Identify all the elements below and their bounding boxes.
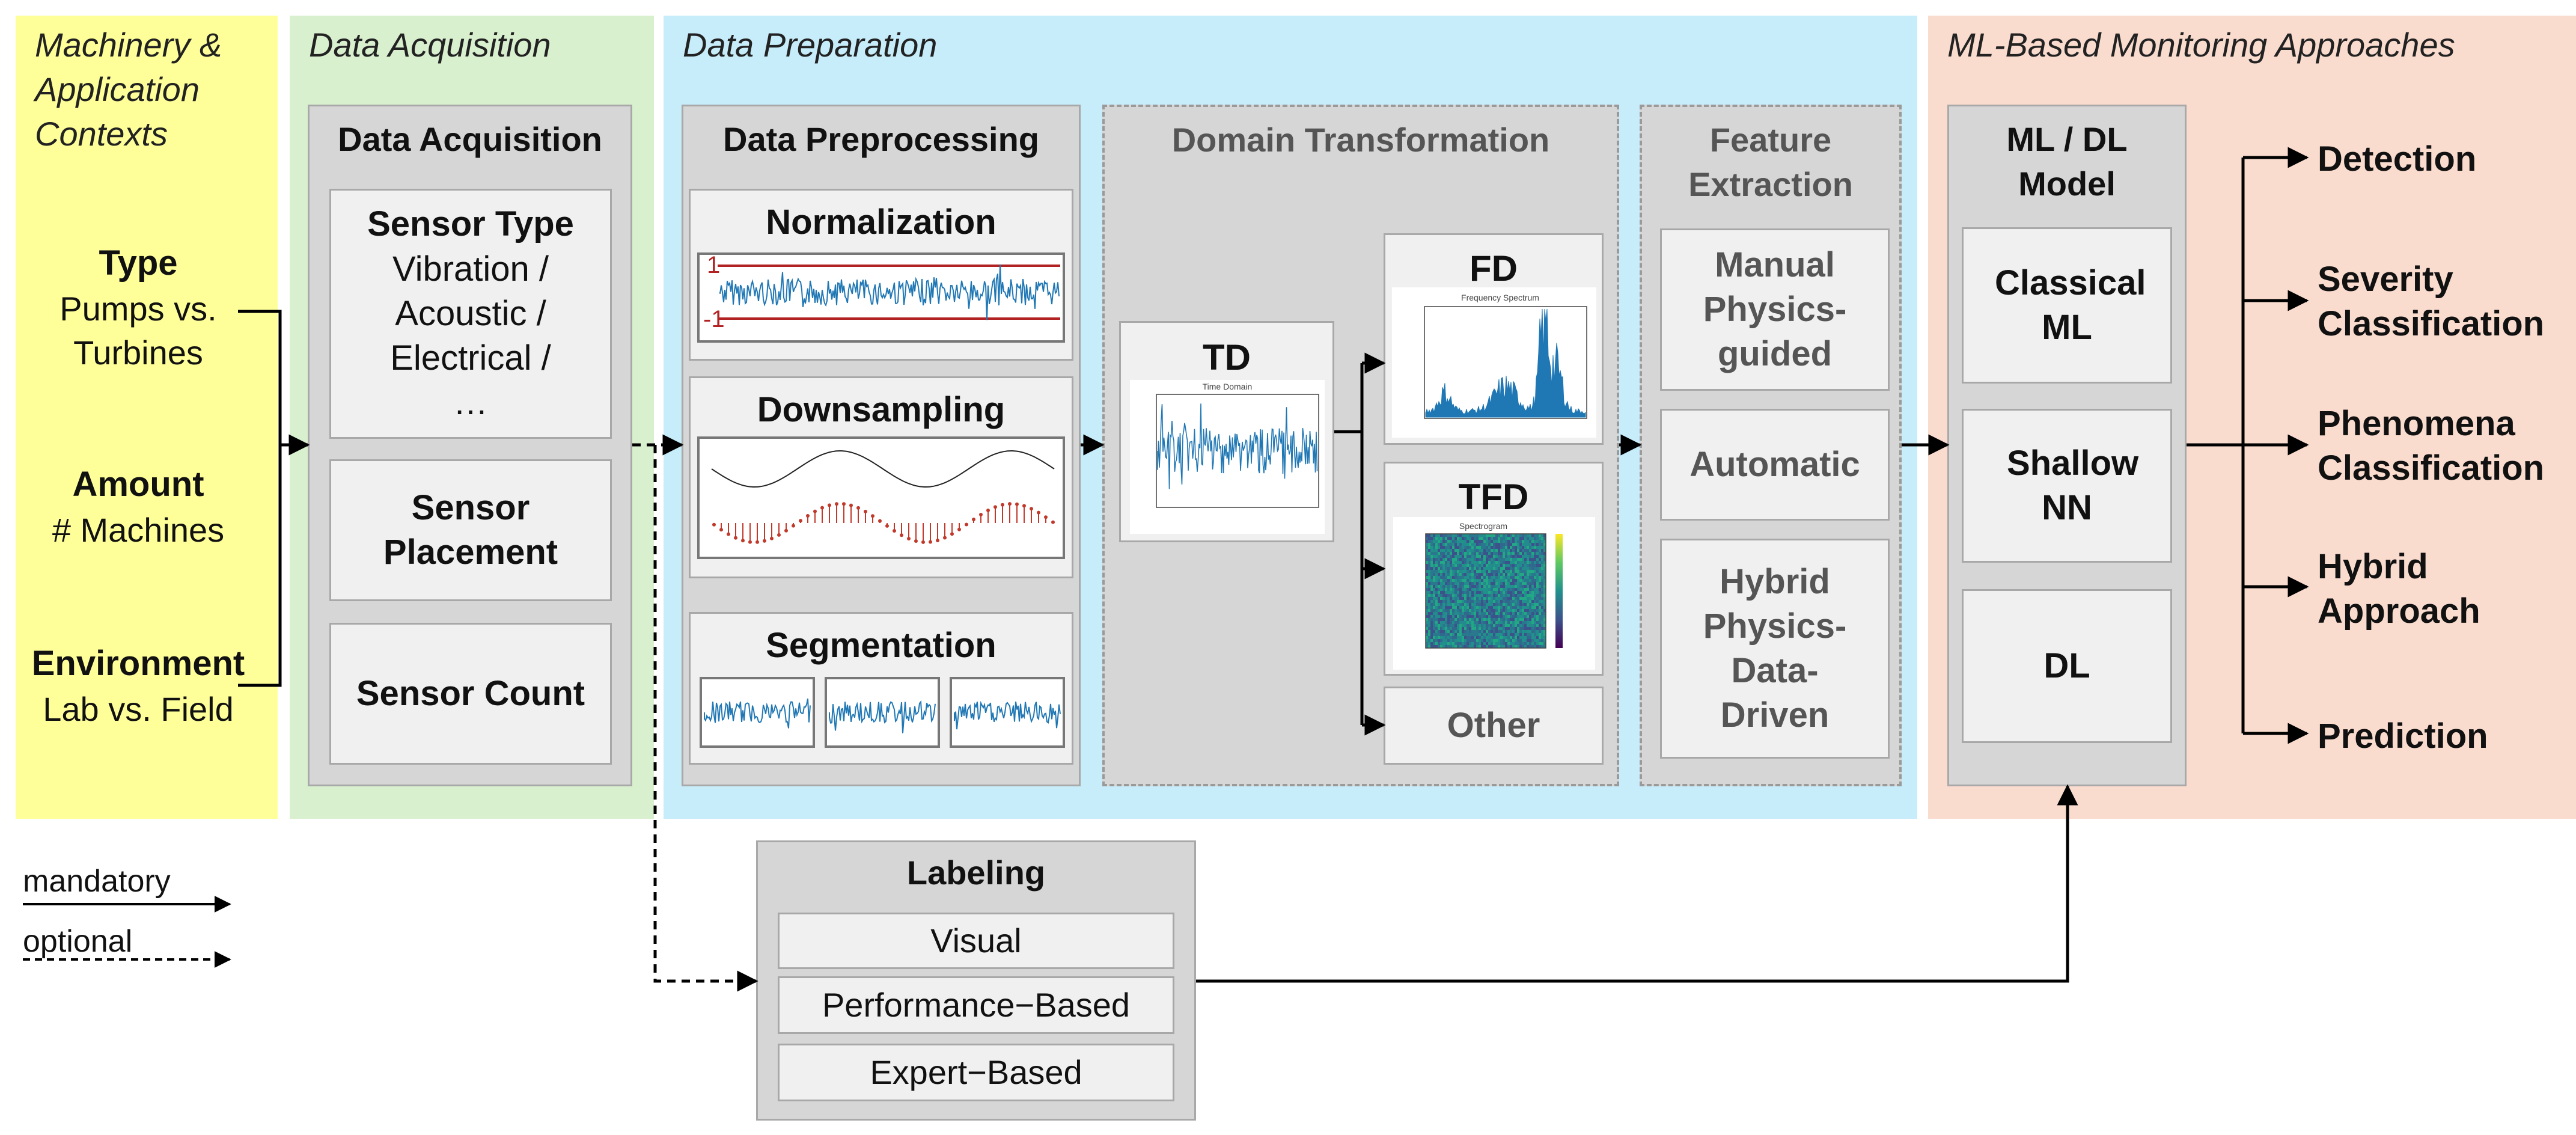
sensor-count-label: Sensor Count <box>356 673 585 713</box>
labeling-panel-title: Labeling <box>906 854 1046 892</box>
td-plot: Time Domain <box>1130 380 1325 534</box>
shallow-nn-box: Shallow NN <box>1962 409 2172 563</box>
machinery-environment: Environment Lab vs. Field <box>0 641 276 731</box>
lane-title-preparation: Data Preparation <box>683 26 938 64</box>
normalization-signal: 1 -1 <box>703 255 1060 332</box>
output-hybrid: Hybrid Approach <box>2318 547 2480 631</box>
dl-label: DL <box>2043 646 2090 685</box>
sensor-type-values: Vibration / Acoustic / Electrical / … <box>390 249 551 423</box>
segment-signal-3 <box>954 700 1061 730</box>
machinery-bracket <box>238 310 282 687</box>
arrow-labeling-to-model <box>1196 784 2078 983</box>
tfd-plot-title: Spectrogram <box>1459 521 1507 531</box>
segment-signal-2 <box>829 700 936 733</box>
td-plot-title: Time Domain <box>1203 382 1253 391</box>
amount-value: # Machines <box>52 510 225 549</box>
visual-label: Visual <box>930 922 1022 960</box>
hybrid-features-box: Hybrid Physics-Data-Driven <box>1660 539 1890 759</box>
segment-plot-2 <box>825 677 940 748</box>
segment-signal-1 <box>704 699 811 729</box>
legend-optional: optional <box>23 924 133 959</box>
classical-ml-label: Classical ML <box>1995 263 2146 347</box>
performance-label: Performance−Based <box>822 986 1131 1024</box>
sensor-type-box: Sensor Type Vibration / Acoustic / Elect… <box>329 189 612 439</box>
performance-box: Performance−Based <box>778 976 1174 1034</box>
manual-physics-box: Manual Physics-guided <box>1660 228 1890 391</box>
amount-title: Amount <box>72 465 204 504</box>
environment-value: Lab vs. Field <box>43 690 234 728</box>
preprocessing-panel-title: Data Preprocessing <box>723 120 1039 158</box>
visual-box: Visual <box>778 913 1174 969</box>
shallow-nn-label: Shallow NN <box>2007 443 2139 527</box>
output-prediction: Prediction <box>2318 717 2488 756</box>
downsampling-label: Downsampling <box>757 390 1006 429</box>
sensor-placement-label: Sensor Placement <box>383 488 558 572</box>
hybrid-features-label: Hybrid Physics-Data-Driven <box>1703 561 1847 735</box>
domain-panel-title: Domain Transformation <box>1171 121 1550 159</box>
normalization-plot: 1 -1 <box>697 252 1065 343</box>
machinery-type: Type Pumps vs. Turbines <box>0 240 276 375</box>
normalization-label: Normalization <box>766 203 997 242</box>
sensor-type-title: Sensor Type <box>367 204 574 244</box>
lane-title-acquisition: Data Acquisition <box>309 26 551 64</box>
lane-machinery <box>16 16 278 819</box>
other-label: Other <box>1447 705 1540 745</box>
acquisition-panel-title: Data Acquisition <box>338 120 602 158</box>
type-title: Type <box>99 243 178 283</box>
svg-text:1: 1 <box>707 255 720 278</box>
tfd-label: TFD <box>1458 477 1529 517</box>
machinery-amount: Amount # Machines <box>0 462 276 552</box>
fd-signal: Frequency Spectrum <box>1424 293 1587 419</box>
fd-plot-title: Frequency Spectrum <box>1461 293 1539 302</box>
lane-title-machinery: Machinery & Application Contexts <box>35 26 222 153</box>
expert-label: Expert−Based <box>870 1053 1082 1092</box>
expert-box: Expert−Based <box>778 1044 1174 1101</box>
arrow-to-labeling <box>653 445 758 992</box>
segment-plot-3 <box>950 677 1065 748</box>
output-phenomena: Phenomena Classification <box>2318 404 2545 488</box>
td-signal: Time Domain <box>1156 382 1319 508</box>
classical-ml-box: Classical ML <box>1962 227 2172 384</box>
td-label: TD <box>1203 337 1251 378</box>
fd-plot: Frequency Spectrum <box>1392 287 1596 438</box>
environment-title: Environment <box>31 644 245 683</box>
segment-plot-1 <box>700 677 815 748</box>
tfd-plot: Spectrogram <box>1393 517 1595 670</box>
other-box: Other <box>1384 687 1604 765</box>
manual-physics-label: Manual Physics-guided <box>1703 245 1847 374</box>
dl-box: DL <box>1962 589 2172 743</box>
sensor-placement-box: Sensor Placement <box>329 459 612 601</box>
model-panel-title: ML / DL Model <box>2006 120 2128 203</box>
tfd-spectrogram: Spectrogram <box>1425 521 1563 649</box>
automatic-label: Automatic <box>1689 444 1860 484</box>
features-panel-title: Feature Extraction <box>1688 121 1853 203</box>
output-severity: Severity Classification <box>2318 260 2545 344</box>
output-detection: Detection <box>2318 139 2477 179</box>
downsampling-signal <box>711 450 1055 544</box>
legend-mandatory: mandatory <box>23 864 171 899</box>
downsampling-plot <box>697 436 1065 559</box>
sensor-count-box: Sensor Count <box>329 623 612 765</box>
type-value: Pumps vs. Turbines <box>60 289 217 372</box>
automatic-box: Automatic <box>1660 409 1890 521</box>
svg-text:-1: -1 <box>703 306 725 332</box>
fd-label: FD <box>1470 248 1518 289</box>
lane-title-ml: ML-Based Monitoring Approaches <box>1947 26 2455 64</box>
segmentation-label: Segmentation <box>766 626 997 665</box>
